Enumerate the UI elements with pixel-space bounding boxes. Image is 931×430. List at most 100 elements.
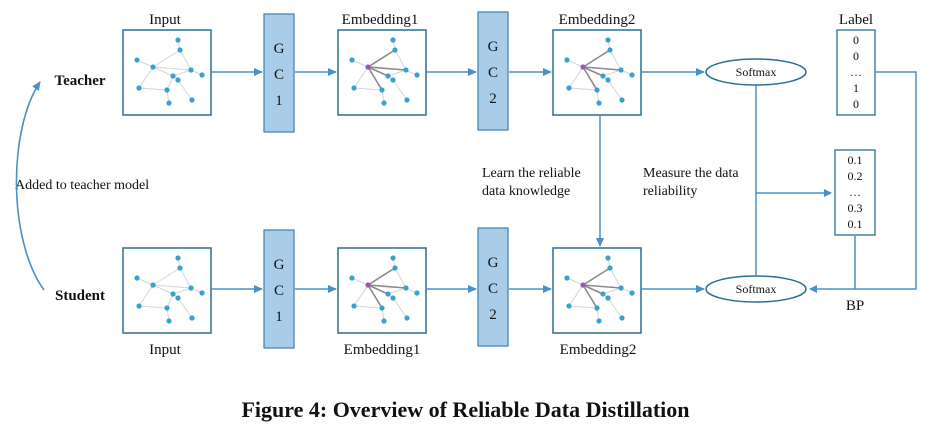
graph-edge	[152, 49, 181, 68]
graph-edge	[138, 87, 168, 91]
graph-node	[188, 285, 194, 291]
input-graph-student	[134, 255, 205, 324]
graph-edge	[394, 49, 407, 71]
graph-node	[414, 290, 420, 296]
graph-edge	[367, 267, 396, 286]
graph-edge	[568, 87, 598, 91]
learn-knowledge-text-2: data knowledge	[482, 184, 570, 199]
graph-node	[618, 285, 624, 291]
graph-node	[607, 265, 613, 271]
graph-edge	[568, 66, 584, 89]
graph-edge	[582, 284, 604, 295]
graph-edge	[367, 66, 407, 71]
graph-node	[390, 37, 396, 43]
gc1-letter: 1	[275, 93, 283, 109]
graph-node	[136, 85, 142, 91]
graph-node	[351, 303, 357, 309]
graph-node	[379, 305, 385, 311]
graph-edge	[582, 66, 604, 77]
graph-node	[150, 282, 156, 288]
graph-edge	[609, 49, 622, 71]
graph-node	[605, 295, 611, 301]
graph-edge	[353, 87, 383, 91]
student-label: Student	[55, 288, 105, 304]
graph-edge	[367, 66, 383, 91]
graph-edge	[172, 287, 192, 295]
gc1-letter: 1	[275, 309, 283, 325]
graph-node	[177, 265, 183, 271]
graph-node	[600, 291, 606, 297]
graph-node	[166, 100, 172, 106]
graph-node	[134, 275, 140, 281]
graph-edge	[582, 284, 622, 289]
graph-edge	[152, 267, 181, 286]
reliability-vector-box	[834, 149, 876, 236]
graph-node	[600, 73, 606, 79]
graph-node	[596, 100, 602, 106]
input-label-bottom: Input	[149, 342, 181, 358]
graph-edge	[602, 287, 622, 295]
graph-edge	[353, 284, 369, 307]
graph-edge	[607, 79, 623, 101]
graph-node	[605, 77, 611, 83]
gc1-letter: G	[274, 41, 285, 57]
graph-edge	[387, 69, 407, 77]
bp-label: BP	[846, 298, 864, 314]
gc2-block-student: G C 2	[477, 227, 509, 347]
student-to-teacher-arrow	[15, 81, 45, 291]
label-vector-value: …	[850, 65, 862, 79]
graph-node	[619, 315, 625, 321]
graph-node	[605, 255, 611, 261]
graph-edge	[179, 49, 192, 71]
reliability-vector-value: 0.2	[848, 169, 863, 183]
graph-edge	[609, 267, 622, 289]
gc2-letter: 2	[489, 307, 497, 323]
graph-edge	[179, 267, 192, 289]
reliability-vector-value: …	[849, 185, 861, 199]
embedding1-graph-teacher	[349, 37, 420, 106]
added-to-teacher-label: Added to teacher model	[15, 178, 149, 193]
graph-edge	[394, 267, 407, 289]
graph-edge	[353, 66, 369, 89]
graph-center-node	[365, 282, 371, 288]
reliability-vector-value: 0.1	[848, 217, 863, 231]
graph-node	[594, 305, 600, 311]
graph-node	[390, 295, 396, 301]
graph-node	[349, 57, 355, 63]
input-graph-teacher	[134, 37, 205, 106]
graph-center-node	[580, 64, 586, 70]
label-vector-box	[836, 29, 876, 116]
graph-node	[390, 255, 396, 261]
graph-edge	[353, 305, 383, 309]
graph-node	[564, 57, 570, 63]
graph-edge	[136, 59, 154, 68]
graph-node	[403, 285, 409, 291]
graph-edge	[602, 69, 622, 77]
graph-edge	[566, 277, 584, 286]
graph-node	[379, 87, 385, 93]
graph-node	[170, 73, 176, 79]
gc2-block-teacher: G C 2	[477, 11, 509, 131]
label-title: Label	[839, 12, 873, 28]
graph-node	[199, 290, 205, 296]
graph-node	[594, 87, 600, 93]
teacher-label: Teacher	[54, 73, 105, 89]
reliability-vector-value: 0.3	[848, 201, 863, 215]
graph-edge	[138, 284, 154, 307]
softmax-student-label: Softmax	[736, 282, 777, 296]
graph-node	[136, 303, 142, 309]
graph-edge	[367, 284, 383, 309]
graph-node	[349, 275, 355, 281]
graph-node	[170, 291, 176, 297]
graph-center-node	[365, 64, 371, 70]
gc1-letter: G	[274, 257, 285, 273]
graph-edge	[568, 305, 598, 309]
label-vector-value: 0	[853, 49, 859, 63]
graph-edge	[582, 267, 611, 286]
graph-node	[189, 97, 195, 103]
graph-node	[619, 97, 625, 103]
graph-edge	[136, 277, 154, 286]
gc2-letter: C	[488, 281, 498, 297]
graph-node	[385, 291, 391, 297]
